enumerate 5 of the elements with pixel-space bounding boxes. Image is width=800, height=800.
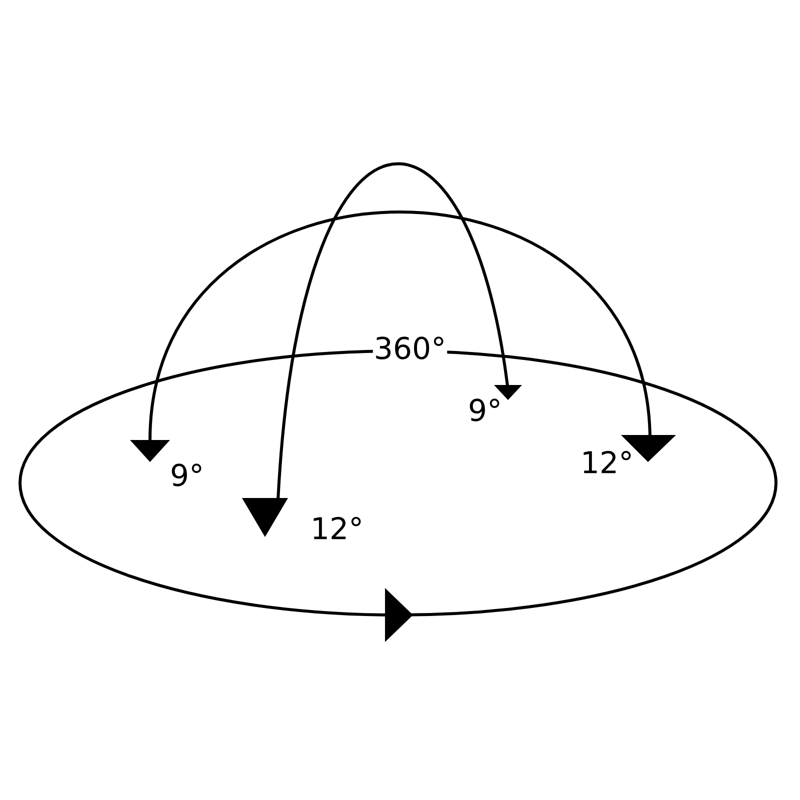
angle-label: 9° xyxy=(172,464,202,486)
angle-label: 12° xyxy=(584,450,631,474)
angle-label: 360° xyxy=(372,336,448,360)
angle-label: 12° xyxy=(314,516,361,540)
angle-label: 9° xyxy=(470,398,500,422)
